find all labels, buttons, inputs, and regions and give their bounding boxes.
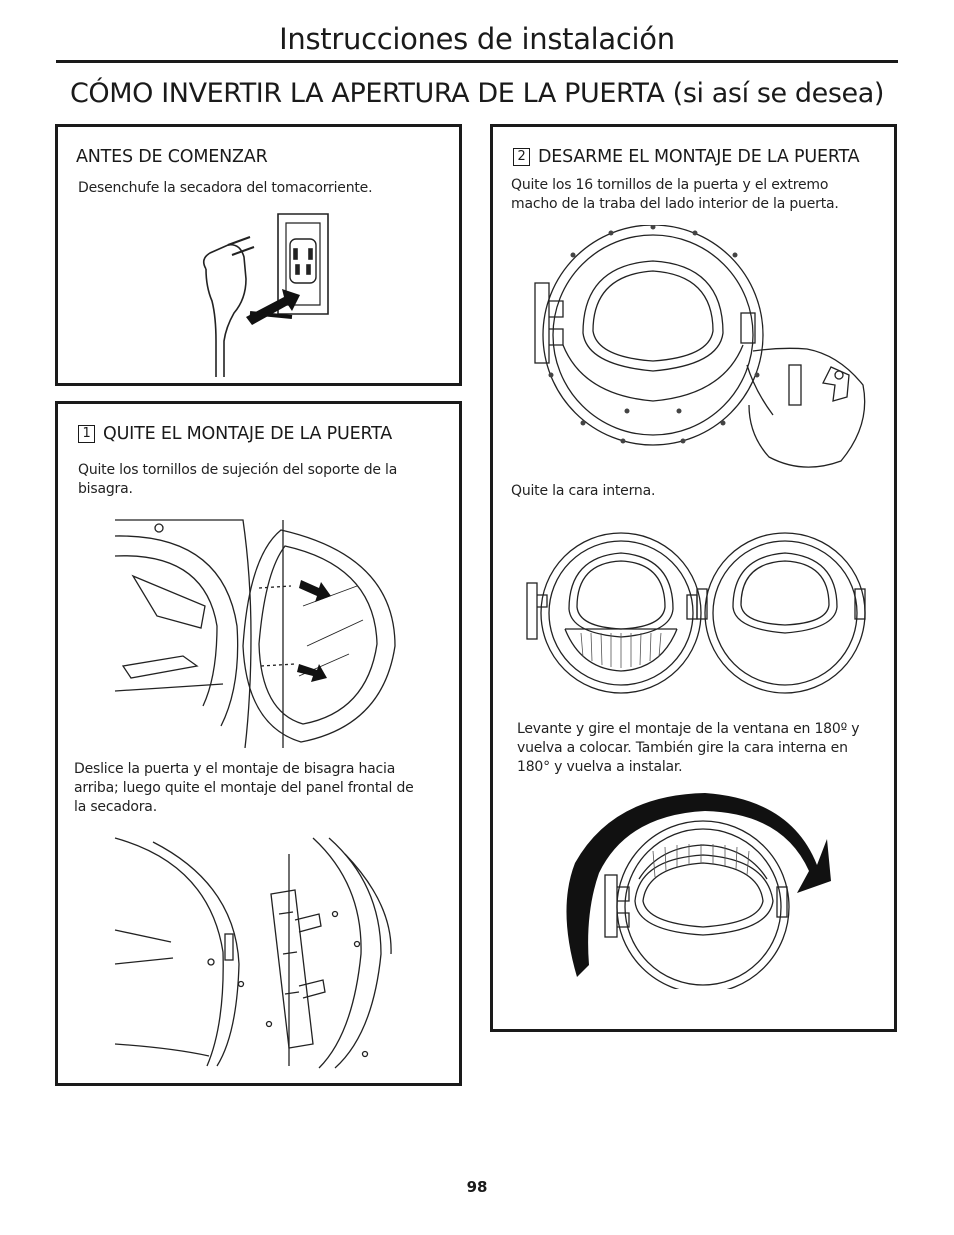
before-heading: ANTES DE COMENZAR (76, 147, 268, 167)
page-number: 98 (466, 1178, 488, 1196)
step2-heading: 2 DESARME EL MONTAJE DE LA PUERTA (513, 147, 860, 167)
step1-number: 1 (78, 425, 95, 443)
step1-box: 1 QUITE EL MONTAJE DE LA PUERTA Quite los… (55, 401, 462, 1086)
step1-text-b: Deslice la puerta y el montaje de bisagr… (74, 761, 414, 815)
section-title: CÓMO INVERTIR LA APERTURA DE LA PUERTA (… (69, 78, 885, 109)
step2-number: 2 (513, 148, 530, 166)
step1-heading: 1 QUITE EL MONTAJE DE LA PUERTA (78, 424, 392, 444)
unplug-illustration (188, 209, 388, 379)
before-you-begin-box: ANTES DE COMENZAR Desenchufe la secadora… (55, 124, 462, 386)
remove-hinge-screws-illustration (113, 516, 403, 748)
step2-text-b: Quite la cara interna. (511, 483, 656, 499)
slide-door-illustration (113, 834, 403, 1070)
step2-text-c: Levante y gire el montaje de la ventana … (517, 721, 860, 775)
step2-box: 2 DESARME EL MONTAJE DE LA PUERTA Quite l… (490, 124, 897, 1032)
door-screws-illustration (523, 225, 873, 471)
step2-heading-text: DESARME EL MONTAJE DE LA PUERTA (538, 147, 860, 167)
step1-text-a: Quite los tornillos de sujeción del sopo… (78, 462, 398, 497)
before-text: Desenchufe la secadora del tomacorriente… (78, 180, 373, 196)
title-rule (56, 60, 898, 63)
step2-text-a: Quite los 16 tornillos de la puerta y el… (511, 177, 839, 212)
step1-heading-text: QUITE EL MONTAJE DE LA PUERTA (103, 424, 393, 444)
inner-face-illustration (521, 529, 871, 697)
rotate-window-illustration (555, 789, 835, 989)
page-title: Instrucciones de instalación (279, 22, 675, 56)
